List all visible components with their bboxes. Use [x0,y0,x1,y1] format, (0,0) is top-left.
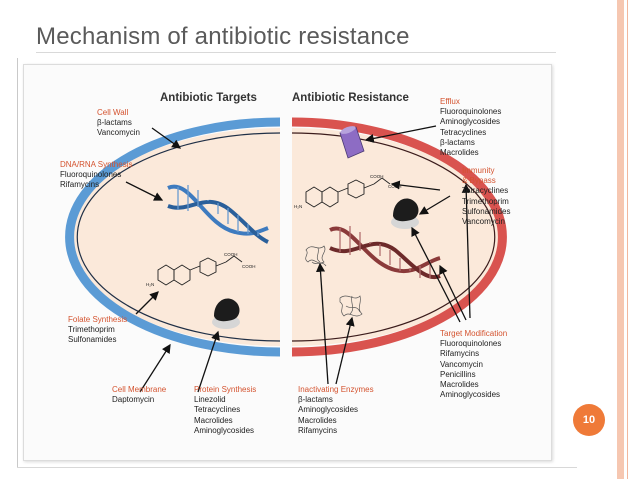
label-inactivating-item: Macrolides [298,415,337,425]
label-immunity-heading: Immunity [462,166,495,175]
arrow-immunity-ribosome [418,195,451,215]
label-protein-heading: Protein Synthesis [194,385,257,394]
label-efflux-item: β-lactams [440,137,475,147]
label-inactivating-item: Aminoglycosides [298,405,359,415]
right-panel-header: Antibiotic Resistance [292,92,409,104]
label-immunity-item: Vancomycin [462,217,505,227]
label-inactivating-item: Rifamycins [298,425,338,435]
dna-helix-blue-icon [167,184,269,244]
left-membrane-outer [65,117,281,357]
label-immunity-bypass: Immunity & Bypass Tetracyclines Trimetho… [462,166,510,227]
label-inactivating-heading: Inactivating Enzymes [298,385,374,394]
label-target-mod-item: Vancomycin [440,359,483,369]
label-immunity-item: Trimethoprim [462,196,509,206]
label-cell-wall-heading: Cell Wall [97,108,129,117]
enzyme-structure-icon [305,245,363,317]
label-cell-wall-item: β-lactams [97,118,132,128]
arrow-dna-rna [125,181,164,201]
arrow-efflux [364,125,437,143]
arrow-target-dna [439,264,467,321]
folate-molecule-right [305,177,391,208]
label-inactivating-item: β-lactams [298,395,333,405]
label-dna-rna-item: Rifamycins [60,180,100,190]
label-efflux: Efflux Fluoroquinolones Aminoglycosides … [440,97,501,158]
arrow-protein-synthesis [197,330,220,393]
label-protein-item: Tetracyclines [194,405,241,415]
arrow-folate [135,291,159,315]
page-number-badge: 10 [573,404,605,436]
label-folate-item: Trimethoprim [68,325,115,335]
label-target-mod-item: Aminoglycosides [440,390,501,400]
label-bypass-heading: & Bypass [462,176,496,186]
arrow-inactivating-1 [315,262,329,385]
label-cell-membrane: Cell Membrane Daptomycin [112,385,166,405]
slide-left-border [17,58,18,468]
label-target-mod-item: Penicillins [440,369,476,379]
label-efflux-item: Tetracyclines [440,127,487,137]
label-cell-wall-item: Vancomycin [97,128,140,138]
right-membrane-inner [291,132,496,342]
title-divider [36,52,556,53]
molecule-cooh-label-3: COOH [370,174,384,179]
ribosome-right-icon [391,198,419,229]
label-folate-heading: Folate Synthesis [68,315,128,324]
slide-edge-decoration [617,0,624,479]
slide-edge-line [627,0,628,479]
label-target-modification: Target Modification Fluoroquinolones Rif… [440,329,507,400]
label-dna-rna-synthesis: DNA/RNA Synthesis Fluoroquinolones Rifam… [60,160,132,191]
arrow-cell-membrane [139,343,171,393]
label-folate-item: Sulfonamides [68,335,117,345]
label-target-mod-item: Fluoroquinolones [440,339,502,349]
arrow-inactivating-2 [335,316,355,385]
efflux-pump-icon [339,126,365,159]
left-membrane-inner [76,132,281,342]
molecule-h2n-label-1: H₂N [146,282,154,287]
label-inactivating-enzymes: Inactivating Enzymes β-lactams Aminoglyc… [298,385,374,436]
label-efflux-heading: Efflux [440,97,460,106]
label-cell-membrane-item: Daptomycin [112,395,155,405]
arrow-cell-wall [151,127,182,149]
folate-molecule-left [157,255,243,286]
label-efflux-item: Macrolides [440,148,479,158]
label-folate-synthesis: Folate Synthesis Trimethoprim Sulfonamid… [68,315,127,346]
label-protein-item: Linezolid [194,395,226,405]
left-panel-header: Antibiotic Targets [160,92,257,104]
label-dna-rna-item: Fluoroquinolones [60,170,122,180]
cell-right-half [292,128,502,346]
label-cell-wall: Cell Wall β-lactams Vancomycin [97,108,140,139]
bacterial-cell [65,117,507,357]
label-cell-membrane-heading: Cell Membrane [112,385,167,394]
slide-bottom-border [17,467,577,468]
label-efflux-item: Aminoglycosides [440,117,501,127]
cell-left-half [70,128,280,346]
slide-title: Mechanism of antibiotic resistance [36,23,410,50]
molecule-h2n-label-2: H₂N [294,204,302,209]
arrow-target-molecule [461,183,471,319]
label-target-mod-item: Macrolides [440,380,479,390]
arrow-immunity-molecule [390,180,441,191]
ribosome-left-icon [212,298,240,329]
label-target-mod-item: Rifamycins [440,349,480,359]
label-immunity-item: Tetracyclines [462,186,509,196]
label-immunity-item: Sulfonamides [462,206,511,216]
arrow-target-ribosome [411,226,461,323]
molecule-cooh-label-2: COOH [242,264,256,269]
label-efflux-item: Fluoroquinolones [440,107,502,117]
dna-helix-red-icon [329,226,441,280]
label-dna-rna-heading: DNA/RNA Synthesis [60,160,133,169]
molecule-cooh-label-1: COOH [224,252,238,257]
label-target-mod-heading: Target Modification [440,329,508,338]
diagram-arrows [125,125,471,393]
label-protein-item: Aminoglycosides [194,425,255,435]
label-protein-synthesis: Protein Synthesis Linezolid Tetracycline… [194,385,256,436]
label-protein-item: Macrolides [194,415,233,425]
